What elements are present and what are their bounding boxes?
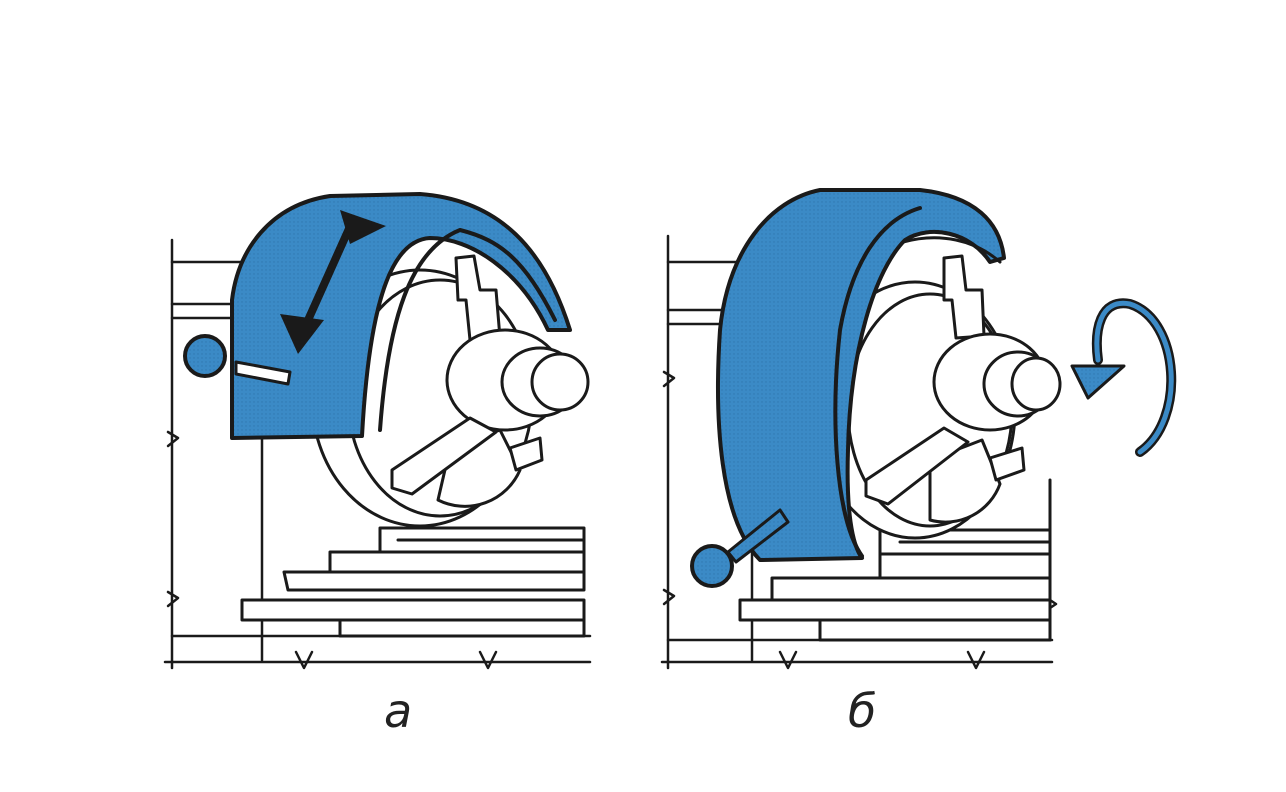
double-headed-arrow-icon bbox=[280, 210, 386, 354]
panel-a bbox=[163, 192, 592, 670]
caption-a: а bbox=[384, 684, 413, 738]
panel-a-bed bbox=[240, 526, 586, 638]
curved-rotation-arrow-icon bbox=[1070, 298, 1177, 457]
panel-b-bed bbox=[738, 478, 1052, 642]
panel-b-chuck bbox=[864, 254, 1062, 524]
panel-b-guard bbox=[690, 188, 1006, 588]
panel-a-guard bbox=[183, 192, 572, 440]
panel-b bbox=[660, 188, 1177, 670]
panel-a-chuck bbox=[390, 254, 590, 508]
caption-b: б bbox=[848, 684, 877, 738]
